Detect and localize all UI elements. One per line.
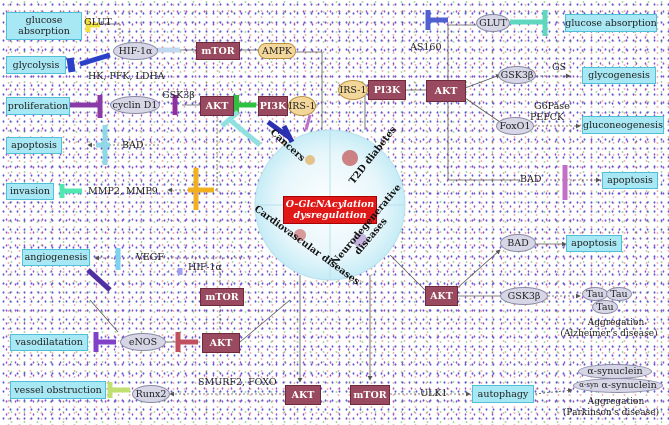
bad-node-neuro: BAD <box>500 234 536 252</box>
hif1a-label-cardio: HIF-1α <box>188 262 222 273</box>
as160-label: AS160 <box>410 42 442 53</box>
gluconeogenesis-box: gluconeogenesis <box>582 116 664 134</box>
invasion-box: invasion <box>6 183 54 200</box>
ulk1-label: ULK1 <box>420 388 448 399</box>
hk-pfk-label: HK, PFK, LDHA <box>88 71 165 82</box>
glycogenesis-box: glycogenesis <box>582 67 656 84</box>
akt-node-cardio-1: AKT <box>202 333 240 353</box>
alpha-syn-prefix: α-syn <box>579 381 599 389</box>
apoptosis-box-t2d: apoptosis <box>602 172 658 189</box>
apoptosis-box-left: apoptosis <box>6 137 62 154</box>
tau-node-1: Tau <box>582 287 608 301</box>
akt-node-cardio-2: AKT <box>285 385 321 405</box>
smurf2-label: SMURF2, FOXO <box>198 377 277 388</box>
ampk-node: AMPK <box>258 43 296 59</box>
parkinsons-label: (Parkinson's disease) <box>562 408 660 418</box>
center-label: O-GlcNAcylation dysregulation <box>283 196 377 224</box>
glut-node: GLUT <box>476 14 510 32</box>
center-decoration <box>294 150 367 247</box>
center-line-1: O-GlcNAcylation <box>285 199 375 210</box>
alpha-syn-text: α-synuclein <box>601 380 657 391</box>
tau-node-3: Tau <box>592 300 618 314</box>
glut-label: GLUT <box>84 17 112 28</box>
mmp-label: MMP2, MMP9 <box>88 186 158 197</box>
bad-label-t2d: BAD <box>520 174 542 185</box>
tau-node-2: Tau <box>606 287 632 301</box>
angiogenesis-box: angiogenesis <box>22 249 90 266</box>
akt-node-t2d: AKT <box>426 80 466 102</box>
hif1a-node: HIF-1α <box>113 42 158 60</box>
apoptosis-box-neuro: apoptosis <box>566 235 622 252</box>
proliferation-box: proliferation <box>6 97 70 115</box>
aggregation-pd-label: Aggregation <box>587 397 645 407</box>
cyclin-d1-node: cyclin D1 <box>110 96 160 114</box>
gs-label: GS <box>552 62 567 73</box>
autophagy-box: autophagy <box>472 385 534 403</box>
alpha-synuclein-node-1: α-synuclein <box>578 364 652 379</box>
vegf-label: VEGF <box>136 252 164 263</box>
pepck-label: PEPCK <box>530 112 565 123</box>
irs1-node: IRS-1 <box>288 96 316 116</box>
runx2-node: Runx2 <box>132 385 170 403</box>
enos-node: eNOS <box>120 333 166 351</box>
gsk3b-label: GSK3β <box>162 90 195 101</box>
gsk3b-node-neuro: GSK3β <box>500 287 548 305</box>
akt-node-neuro: AKT <box>425 286 458 306</box>
g6pase-label: G6Pase <box>534 101 570 112</box>
mtor-node-cardio: mTOR <box>200 288 244 306</box>
glucose-absorption-box-t2d: glucose absorption <box>565 14 657 32</box>
center-line-2: dysregulation <box>293 210 367 221</box>
glycolysis-box: glycolysis <box>6 56 66 74</box>
bad-label-left: BAD <box>122 140 144 151</box>
akt-node: AKT <box>200 96 234 116</box>
pi3k-node-t2d: PI3K <box>368 80 406 100</box>
glucose-absorption-box: glucose absorption <box>6 12 82 40</box>
gsk3b-node: GSK3β <box>498 66 536 84</box>
mtor-node-neuro: mTOR <box>350 385 390 405</box>
foxo1-node: FoxO1 <box>496 117 534 135</box>
alpha-synuclein-node-2: α-syn α-synuclein <box>573 378 663 393</box>
aggregation-alz-label: Aggregation <box>587 318 645 328</box>
irs1-node-t2d: IRS-1 <box>338 80 368 100</box>
mtor-node: mTOR <box>196 42 240 60</box>
pi3k-node: PI3K <box>258 96 288 116</box>
alzheimers-label: (Alzheimer's disease) <box>560 329 658 339</box>
vessel-obstruction-box: vessel obstruction <box>10 381 106 399</box>
vasodilatation-box: vasodilatation <box>10 334 88 351</box>
